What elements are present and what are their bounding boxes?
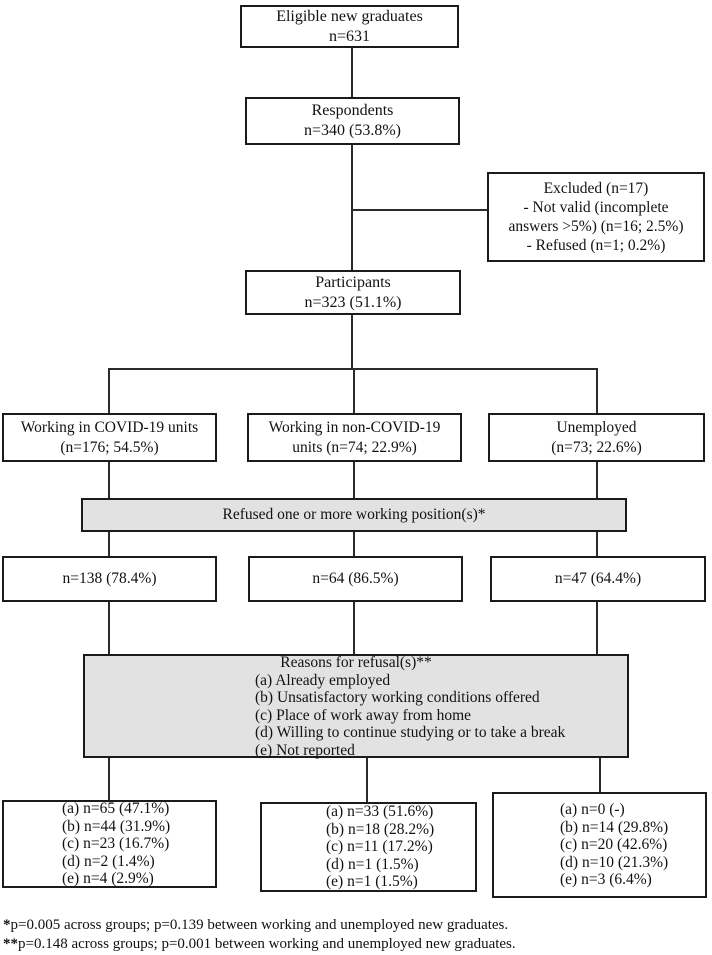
result-line: (a) n=65 (47.1%) xyxy=(62,800,170,818)
connector-drop-covid xyxy=(108,369,110,414)
results-unemployed-list: (a) n=0 (-) (b) n=14 (29.8%) (c) n=20 (4… xyxy=(560,801,668,889)
excluded-line4: - Refused (n=1; 0.2%) xyxy=(526,237,666,254)
n-unemployed-value: n=47 (64.4%) xyxy=(554,570,642,587)
result-line: (c) n=23 (16.7%) xyxy=(62,835,170,853)
connector-band-nnoncovid xyxy=(353,531,355,557)
result-line: (c) n=20 (42.6%) xyxy=(560,836,668,854)
box-participants: Participants n=323 (51.1%) xyxy=(245,270,461,315)
excluded-line3: answers >5%) (n=16; 2.5%) xyxy=(508,218,684,235)
box-n-covid: n=138 (78.4%) xyxy=(2,556,217,602)
result-line: (d) n=1 (1.5%) xyxy=(326,855,419,873)
footnote-1-text: p=0.005 across groups; p=0.139 between w… xyxy=(10,917,509,933)
results-covid-list: (a) n=65 (47.1%) (b) n=44 (31.9%) (c) n=… xyxy=(62,800,170,888)
connector-respondents-participants xyxy=(351,144,353,271)
result-line: (b) n=44 (31.9%) xyxy=(62,817,171,835)
reasons-item-e: (e) Not reported xyxy=(255,741,355,759)
connector-band-nunemployed xyxy=(596,531,598,557)
box-results-covid: (a) n=65 (47.1%) (b) n=44 (31.9%) (c) n=… xyxy=(2,800,217,888)
connector-reasons-results-noncovid xyxy=(366,757,368,803)
box-respondents: Respondents n=340 (53.8%) xyxy=(245,97,460,145)
footnote-1-marker: * xyxy=(3,917,11,933)
result-line: (e) n=4 (2.9%) xyxy=(62,870,154,888)
noncovid-units-line1: Working in non-COVID-19 xyxy=(268,418,441,436)
result-line: (c) n=11 (17.2%) xyxy=(326,838,433,856)
footnote-2-text: p=0.148 across groups; p=0.001 between w… xyxy=(18,936,516,952)
n-noncovid-value: n=64 (86.5%) xyxy=(312,570,399,587)
result-line: (a) n=33 (51.6%) xyxy=(326,803,434,821)
reasons-item-d: (d) Willing to continue studying or to t… xyxy=(255,724,566,742)
result-line: (b) n=14 (29.8%) xyxy=(560,818,669,836)
results-noncovid-list: (a) n=33 (51.6%) (b) n=18 (28.2%) (c) n=… xyxy=(326,803,434,891)
reasons-list: (a) Already employed (b) Unsatisfactory … xyxy=(255,672,565,760)
eligible-line2: n=631 xyxy=(328,27,371,45)
connector-drop-noncovid xyxy=(353,369,355,414)
result-line: (d) n=10 (21.3%) xyxy=(560,853,669,871)
covid-units-line1: Working in COVID-19 units xyxy=(20,418,199,436)
connector-noncovid-band xyxy=(353,460,355,499)
connector-reasons-results-unemployed xyxy=(599,757,601,793)
eligible-line1: Eligible new graduates xyxy=(276,7,423,25)
respondents-line1: Respondents xyxy=(311,102,394,119)
connector-reasons-results-covid xyxy=(108,757,110,801)
band-refused-positions: Refused one or more working position(s)* xyxy=(81,498,627,532)
noncovid-units-line2: units (n=74; 22.9%) xyxy=(292,438,417,456)
connector-nnoncovid-reasons xyxy=(353,601,355,655)
box-reasons: Reasons for refusal(s)** (a) Already emp… xyxy=(83,653,629,760)
reasons-title: Reasons for refusal(s)** xyxy=(280,653,432,671)
result-line: (d) n=2 (1.4%) xyxy=(62,852,155,870)
participants-line1: Participants xyxy=(315,273,391,291)
unemployed-line2: (n=73; 22.6%) xyxy=(551,438,642,456)
connector-unemployed-band xyxy=(596,460,598,499)
result-line: (b) n=18 (28.2%) xyxy=(326,820,435,838)
excluded-line2: - Not valid (incomplete xyxy=(523,199,669,216)
connector-nunemployed-reasons xyxy=(596,601,598,655)
box-results-unemployed: (a) n=0 (-) (b) n=14 (29.8%) (c) n=20 (4… xyxy=(492,792,707,898)
box-excluded: Excluded (n=17) - Not valid (incomplete … xyxy=(487,172,705,262)
participants-line2: n=323 (51.1%) xyxy=(304,293,402,311)
connector-eligible-respondents xyxy=(351,47,353,98)
box-eligible: Eligible new graduates n=631 xyxy=(240,5,459,48)
unemployed-line1: Unemployed xyxy=(556,418,637,436)
box-unemployed: Unemployed (n=73; 22.6%) xyxy=(488,413,705,462)
reasons-item-c: (c) Place of work away from home xyxy=(255,706,472,724)
respondents-line2: n=340 (53.8%) xyxy=(303,122,401,139)
result-line: (e) n=3 (6.4%) xyxy=(560,871,652,889)
reasons-item-a: (a) Already employed xyxy=(255,671,391,689)
connector-covid-band xyxy=(108,460,110,499)
result-line: (a) n=0 (-) xyxy=(560,801,625,819)
result-line: (e) n=1 (1.5%) xyxy=(326,873,418,891)
excluded-line1: Excluded (n=17) xyxy=(543,180,649,197)
connector-drop-unemployed xyxy=(596,369,598,414)
connector-participants-split xyxy=(351,314,353,370)
footnote-2-marker: ** xyxy=(3,936,18,952)
box-covid-units: Working in COVID-19 units (n=176; 54.5%) xyxy=(2,413,217,462)
box-n-unemployed: n=47 (64.4%) xyxy=(490,556,706,602)
box-n-noncovid: n=64 (86.5%) xyxy=(248,556,463,602)
n-covid-value: n=138 (78.4%) xyxy=(62,570,157,587)
covid-units-line2: (n=176; 54.5%) xyxy=(60,438,159,456)
connector-ncovid-reasons xyxy=(108,601,110,655)
connector-excluded-stub xyxy=(352,209,488,211)
box-noncovid-units: Working in non-COVID-19 units (n=74; 22.… xyxy=(247,413,462,462)
footnote-2: **p=0.148 across groups; p=0.001 between… xyxy=(3,935,516,953)
box-results-noncovid: (a) n=33 (51.6%) (b) n=18 (28.2%) (c) n=… xyxy=(260,802,477,892)
connector-band-ncovid xyxy=(108,531,110,557)
reasons-item-b: (b) Unsatisfactory working conditions of… xyxy=(255,689,540,707)
footnote-1: *p=0.005 across groups; p=0.139 between … xyxy=(3,916,508,934)
band-refused-label: Refused one or more working position(s)* xyxy=(222,506,486,523)
